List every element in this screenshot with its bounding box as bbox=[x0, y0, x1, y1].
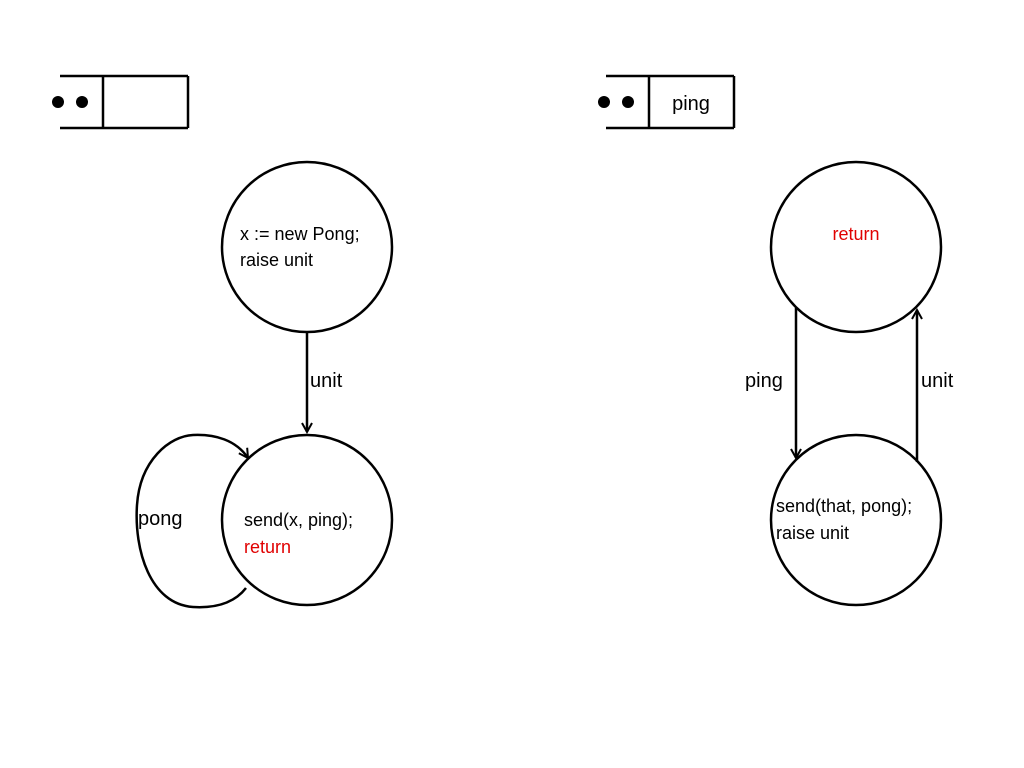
left-state-bottom-line-1: send(x, ping); bbox=[244, 510, 353, 530]
left-state-bottom-return: return bbox=[244, 537, 291, 557]
right-state-bottom-line-2: raise unit bbox=[776, 523, 849, 543]
queue-dot bbox=[598, 96, 610, 108]
left-self-loop: pong bbox=[135, 433, 248, 609]
right-state-bottom: send(that, pong); raise unit bbox=[769, 433, 943, 607]
left-state-bottom: send(x, ping); return bbox=[220, 433, 394, 607]
right-state-top-return: return bbox=[832, 224, 879, 244]
left-edge-unit: unit bbox=[307, 332, 343, 432]
right-queue: ping bbox=[598, 74, 736, 130]
queue-dot bbox=[622, 96, 634, 108]
right-state-bottom-line-1: send(that, pong); bbox=[776, 496, 912, 516]
right-edge-unit-label: unit bbox=[921, 370, 954, 392]
left-state-top-line-1: x := new Pong; bbox=[240, 224, 360, 244]
queue-dot bbox=[52, 96, 64, 108]
right-state-top: return bbox=[769, 160, 943, 334]
right-edge-unit: unit bbox=[917, 310, 954, 462]
left-edge-unit-label: unit bbox=[310, 370, 343, 392]
right-edge-ping: ping bbox=[745, 308, 796, 458]
right-queue-message: ping bbox=[672, 93, 710, 115]
queue-dot bbox=[76, 96, 88, 108]
left-state-top-line-2: raise unit bbox=[240, 250, 313, 270]
left-queue bbox=[52, 74, 190, 130]
right-edge-ping-label: ping bbox=[745, 370, 783, 392]
left-self-loop-label: pong bbox=[138, 508, 183, 530]
left-state-top: x := new Pong; raise unit bbox=[220, 160, 394, 334]
